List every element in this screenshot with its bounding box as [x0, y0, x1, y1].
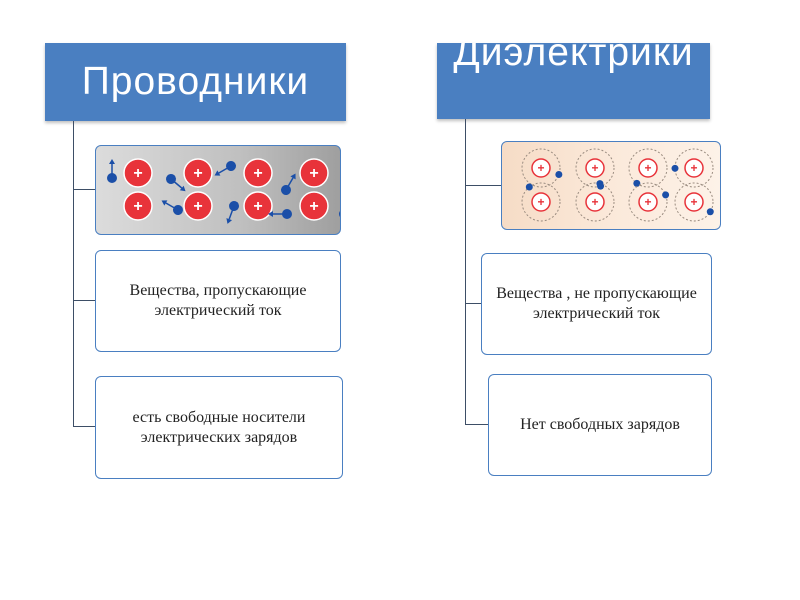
bound-electron [525, 183, 533, 191]
bound-electron [596, 180, 604, 188]
free-electron [281, 173, 296, 195]
dielectrics-title: Диэлектрики [453, 43, 694, 74]
svg-text:+: + [591, 161, 598, 175]
dielectrics-property-text: Нет свободных зарядов [520, 416, 680, 433]
positive-ion: + [243, 158, 273, 188]
conductors-title: Проводники [81, 60, 310, 103]
connector-tick [73, 426, 95, 427]
svg-text:+: + [133, 165, 142, 182]
positive-ion: + [183, 158, 213, 188]
connector-tick [465, 303, 481, 304]
bound-electron [671, 164, 679, 172]
positive-ion: + [123, 191, 153, 221]
positive-ion: + [123, 158, 153, 188]
svg-text:+: + [193, 198, 202, 215]
svg-text:+: + [193, 165, 202, 182]
conductors-definition-box: Вещества, пропускающие электрический ток [95, 250, 341, 352]
svg-text:+: + [537, 161, 544, 175]
bound-electron [706, 208, 714, 216]
positive-ion: + [299, 191, 329, 221]
bound-atom: + [628, 148, 668, 188]
dielectrics-definition-box: Вещества , не пропускающие электрический… [481, 253, 712, 355]
svg-text:+: + [644, 195, 651, 209]
conductor-lattice-svg: + + + + + + + + [107, 158, 340, 224]
free-electron [339, 209, 340, 219]
bound-atom: + [575, 148, 615, 190]
free-electron [268, 209, 292, 219]
dielectrics-property-box: Нет свободных зарядов [488, 374, 712, 476]
dielectric-lattice-svg: + + + + + + + + [521, 148, 714, 222]
bound-atom: + [628, 182, 670, 222]
svg-text:+: + [253, 198, 262, 215]
bound-electron [555, 170, 563, 178]
free-electron [107, 159, 117, 183]
free-electron [214, 161, 236, 176]
conductors-connector-line [73, 121, 74, 427]
bound-atom: + [671, 148, 714, 188]
bound-atom: + [674, 182, 714, 222]
dielectrics-definition-text: Вещества , не пропускающие электрический… [496, 285, 697, 322]
connector-tick [73, 189, 95, 190]
positive-ion: + [299, 158, 329, 188]
positive-ion: + [183, 191, 213, 221]
svg-text:+: + [133, 198, 142, 215]
bound-atom: + [521, 182, 561, 222]
connector-tick [465, 185, 501, 186]
svg-text:+: + [309, 198, 318, 215]
dielectrics-connector-line [465, 119, 466, 425]
svg-text:+: + [644, 161, 651, 175]
free-electron [226, 201, 239, 224]
svg-text:+: + [591, 195, 598, 209]
svg-text:+: + [537, 195, 544, 209]
bound-atom: + [521, 148, 563, 188]
free-electron [161, 200, 183, 215]
conductors-property-text: есть свободные носители электрических за… [132, 408, 306, 446]
conductor-lattice-illustration: + + + + + + + + [95, 145, 341, 235]
free-electron [166, 174, 186, 192]
bound-electron [662, 191, 670, 199]
bound-atom: + [575, 180, 615, 222]
dielectrics-header: Диэлектрики [437, 43, 710, 119]
conductors-property-box: есть свободные носители электрических за… [95, 376, 343, 479]
svg-text:+: + [309, 165, 318, 182]
bound-electron [633, 179, 641, 187]
svg-text:+: + [690, 195, 697, 209]
connector-tick [465, 424, 488, 425]
conductors-header: Проводники [45, 43, 346, 121]
conductors-definition-text: Вещества, пропускающие электрический ток [129, 282, 307, 319]
positive-ion: + [243, 191, 273, 221]
svg-text:+: + [253, 165, 262, 182]
dielectric-lattice-illustration: + + + + + + + + [501, 141, 721, 230]
svg-text:+: + [690, 161, 697, 175]
connector-tick [73, 300, 95, 301]
